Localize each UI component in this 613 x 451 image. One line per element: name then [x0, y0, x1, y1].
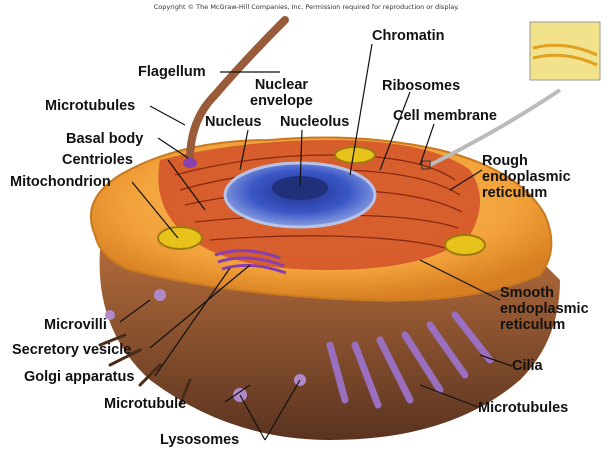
label-smooth-er: Smooth endoplasmic reticulum	[500, 285, 589, 333]
label-flagellum: Flagellum	[138, 64, 206, 80]
label-microtubules-bottom: Microtubules	[478, 400, 568, 416]
label-nucleolus: Nucleolus	[280, 114, 349, 130]
label-rough-er: Rough endoplasmic reticulum	[482, 153, 571, 201]
label-nuclear-envelope: Nuclear envelope	[250, 77, 313, 109]
label-golgi-apparatus: Golgi apparatus	[24, 369, 134, 385]
label-mitochondrion: Mitochondrion	[10, 174, 111, 190]
basal-body	[183, 158, 197, 168]
label-secretory-vesicle: Secretory vesicle	[12, 342, 131, 358]
label-cell-membrane: Cell membrane	[393, 108, 497, 124]
label-basal-body: Basal body	[66, 131, 143, 147]
label-nucleus: Nucleus	[205, 114, 261, 130]
mitochondrion-right	[445, 235, 485, 255]
label-microtubule: Microtubule	[104, 396, 186, 412]
label-cilia: Cilia	[512, 358, 543, 374]
mitochondrion-top	[335, 147, 375, 163]
label-lysosomes: Lysosomes	[160, 432, 239, 448]
mitochondrion-left	[158, 227, 202, 249]
label-microvilli: Microvilli	[44, 317, 107, 333]
label-chromatin: Chromatin	[372, 28, 445, 44]
label-centrioles: Centrioles	[62, 152, 133, 168]
label-ribosomes: Ribosomes	[382, 78, 460, 94]
label-microtubules-top: Microtubules	[45, 98, 135, 114]
